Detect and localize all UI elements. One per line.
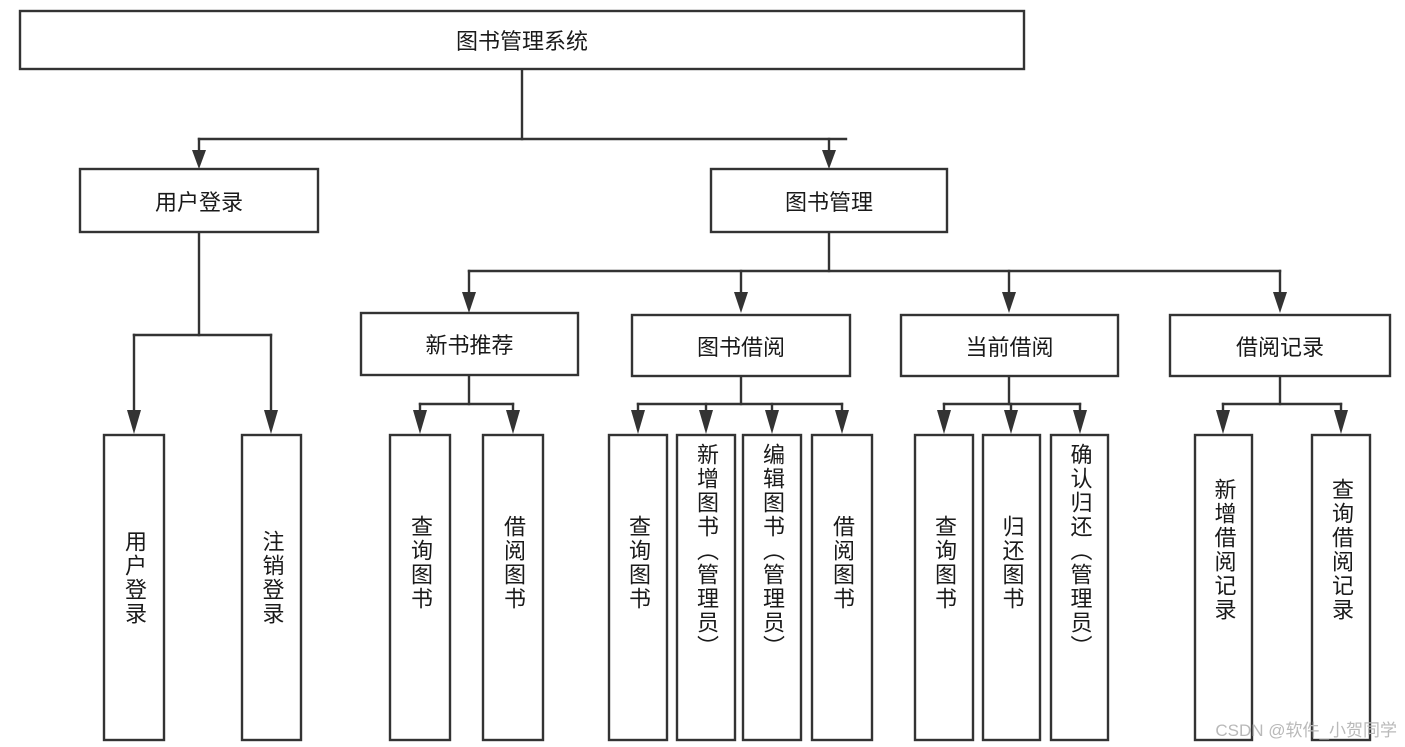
node-new-book-rec[interactable] bbox=[359, 311, 580, 377]
node-leaf-query-book-1[interactable] bbox=[388, 433, 452, 742]
node-leaf-borrow-book-1[interactable] bbox=[481, 433, 545, 742]
connector-root-to-level2 bbox=[192, 67, 848, 169]
node-leaf-user-login[interactable] bbox=[102, 433, 166, 742]
node-book-manage[interactable] bbox=[709, 167, 949, 234]
connector-newbook-to-leaves bbox=[413, 373, 520, 434]
node-borrow-record[interactable] bbox=[1168, 313, 1392, 378]
node-leaf-query-record[interactable] bbox=[1310, 433, 1372, 742]
node-leaf-query-book-2[interactable] bbox=[607, 433, 669, 742]
connector-bookborrow-to-leaves bbox=[631, 374, 849, 434]
node-leaf-return-book[interactable] bbox=[981, 433, 1042, 742]
node-leaf-query-book-3[interactable] bbox=[913, 433, 975, 742]
node-current-borrow[interactable] bbox=[899, 313, 1120, 378]
node-leaf-edit-book[interactable] bbox=[741, 433, 803, 742]
connector-currentborrow-to-leaves bbox=[937, 374, 1087, 434]
node-leaf-borrow-book-2[interactable] bbox=[810, 433, 874, 742]
node-leaf-add-book[interactable] bbox=[675, 433, 737, 742]
connector-userlogin-to-leaves bbox=[127, 230, 278, 434]
node-root[interactable] bbox=[18, 9, 1026, 71]
connector-borrowrecord-to-leaves bbox=[1216, 374, 1348, 434]
node-leaf-logout[interactable] bbox=[240, 433, 303, 742]
watermark-text: CSDN @软件_小贺同学 bbox=[1215, 721, 1397, 740]
node-leaf-add-record[interactable] bbox=[1193, 433, 1254, 742]
node-leaf-confirm-return[interactable] bbox=[1049, 433, 1110, 742]
node-book-borrow[interactable] bbox=[630, 313, 852, 378]
connector-bookmanage-to-level3 bbox=[462, 230, 1287, 313]
node-user-login[interactable] bbox=[78, 167, 320, 234]
